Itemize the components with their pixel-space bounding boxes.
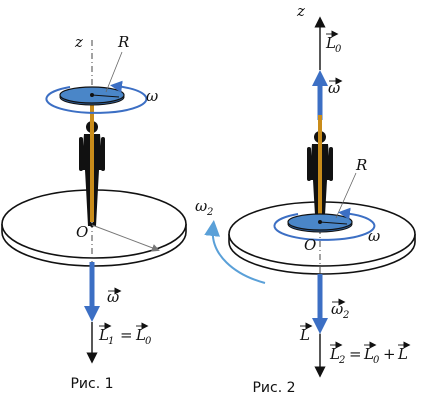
platform-2 bbox=[228, 201, 416, 275]
svg-text:L: L bbox=[325, 34, 336, 52]
rotation-arrow-1 bbox=[45, 80, 148, 114]
svg-text:L: L bbox=[299, 326, 310, 344]
svg-text:ω: ω bbox=[331, 300, 343, 318]
caption-figure-2: Рис. 2 bbox=[252, 380, 295, 396]
svg-text:2: 2 bbox=[342, 310, 349, 321]
svg-text:2: 2 bbox=[338, 355, 345, 366]
omega-vector-2-top-head bbox=[312, 70, 328, 86]
svg-text:L: L bbox=[397, 345, 408, 363]
center-label-2: O bbox=[304, 236, 316, 254]
omega-small-label-2: ω bbox=[368, 227, 380, 245]
omega-label-top-2: ω bbox=[328, 77, 343, 97]
vector-omega-label-1: ω bbox=[107, 287, 122, 306]
vector-L-label-2: L bbox=[299, 322, 313, 344]
svg-text:L: L bbox=[135, 326, 146, 344]
vector-omega2-label: ω 2 bbox=[331, 298, 349, 321]
figure-1: z R ω O ω L 1 = L 0 Рис. 1 bbox=[1, 33, 187, 392]
svg-text:ω: ω bbox=[328, 79, 340, 97]
L0-label-top: L 0 bbox=[325, 30, 342, 55]
small-disk-1 bbox=[59, 51, 125, 106]
omega2-label: ω 2 bbox=[195, 197, 213, 218]
svg-text:0: 0 bbox=[145, 336, 152, 347]
radius-label-2: R bbox=[355, 156, 367, 174]
platform-radius-1 bbox=[91, 224, 160, 252]
radius-line-1 bbox=[91, 94, 120, 98]
svg-text:L: L bbox=[329, 345, 340, 363]
svg-text:L: L bbox=[98, 326, 109, 344]
svg-text:ω: ω bbox=[195, 197, 207, 215]
svg-text:=: = bbox=[349, 345, 362, 363]
svg-text:0: 0 bbox=[335, 44, 342, 55]
svg-text:=: = bbox=[120, 326, 133, 344]
svg-text:2: 2 bbox=[206, 207, 213, 218]
radius-leader-1 bbox=[105, 51, 123, 93]
caption-figure-1: Рис. 1 bbox=[70, 376, 113, 392]
svg-text:1: 1 bbox=[108, 336, 114, 347]
omega-vector-1-head bbox=[84, 306, 100, 322]
L2-equation: L 2 = L 0 + L bbox=[329, 341, 411, 366]
omega2-vector-head bbox=[312, 318, 328, 334]
axis-label-z-1: z bbox=[74, 33, 83, 51]
radius-line-2 bbox=[319, 221, 348, 225]
axis-label-z-2: z bbox=[296, 2, 305, 20]
omega2-rotation-arrow bbox=[204, 220, 266, 284]
small-disk-2 bbox=[287, 172, 357, 233]
L1-equation: L 1 = L 0 bbox=[98, 322, 152, 347]
radius-label-1: R bbox=[117, 33, 129, 51]
center-label-1: O bbox=[76, 223, 88, 241]
figure-2: z L 0 ω R ω O ω 2 ω 2 L L 2 = bbox=[195, 2, 416, 396]
svg-text:0: 0 bbox=[373, 355, 380, 366]
svg-text:L: L bbox=[363, 345, 374, 363]
omega-label-1: ω bbox=[146, 87, 158, 105]
svg-text:+: + bbox=[383, 345, 396, 363]
rotation-arrow-2 bbox=[273, 207, 376, 241]
